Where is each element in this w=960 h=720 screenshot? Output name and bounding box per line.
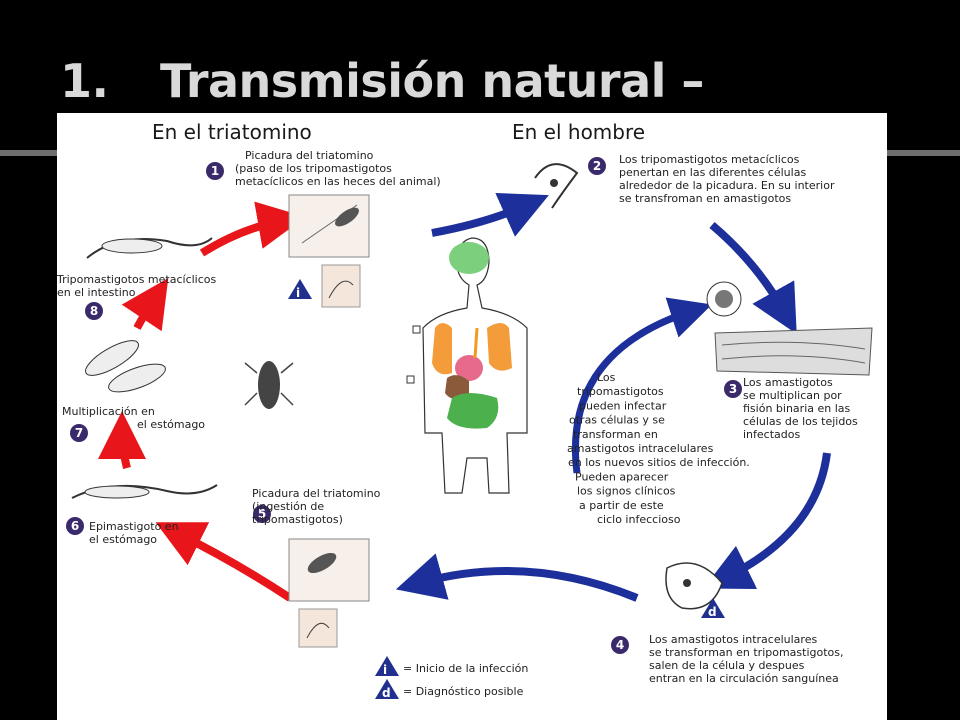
header-hombre: En el hombre	[512, 120, 645, 144]
legend: i = Inicio de la infección d = Diagnósti…	[375, 656, 528, 700]
bite-illustration-5	[288, 538, 370, 648]
center-note-line-8: los signos clínicos	[577, 485, 676, 498]
legend-i-symbol: i	[383, 663, 387, 677]
header-triatomino: En el triatomino	[152, 120, 312, 144]
step-2-badge	[588, 157, 606, 175]
step-8-line-0: Tripomastigotos metacíclicos	[57, 273, 217, 286]
step-5-line-0: Picadura del triatomino	[252, 487, 381, 500]
arrow-8-to-1	[199, 201, 306, 257]
slide-title: 1. Transmisión natural – vectorial	[40, 40, 940, 162]
center-note-line-7: Pueden aparecer	[575, 470, 669, 483]
step-1-line-1: (paso de los tripomastigotos	[235, 162, 392, 175]
step-7-number: 7	[75, 426, 83, 440]
step-3-number: 3	[729, 382, 737, 396]
step-1-line-2: metacíclicos en las heces del animal)	[235, 175, 441, 188]
bite-illustration-1	[288, 194, 370, 308]
legend-i-icon	[375, 656, 399, 676]
center-note-line-5: amastigotos intracelulares	[567, 442, 714, 455]
center-note-line-9: a partir de este	[579, 499, 664, 512]
step-7-line-0: Multiplicación en	[62, 405, 155, 418]
step-2-number: 2	[593, 159, 601, 173]
step-1: 1 Picadura del triatomino(paso de los tri…	[206, 149, 441, 188]
step-5-line-2: tripomastigotos)	[252, 513, 343, 526]
center-note-line-0: Los	[597, 371, 616, 384]
step-2-line-3: se transfroman en amastigotos	[619, 192, 791, 205]
cell-illustration-4	[665, 562, 723, 610]
step-2-line-2: alrededor de la picadura. En su interior	[619, 179, 835, 192]
step-3-line-1: se multiplican por	[743, 389, 842, 402]
step-8-badge	[85, 302, 103, 320]
step-3-line-3: células de los tejidos	[743, 415, 858, 428]
center-note-line-10: ciclo infeccioso	[597, 513, 681, 526]
step-8-line-1: en el intestino	[57, 286, 136, 299]
step-4-number: 4	[616, 638, 624, 652]
step-7-line-1: el estómago	[137, 418, 205, 431]
trypomastigote-illustration-2	[534, 163, 579, 209]
step-4-line-2: salen de la célula y despues	[649, 659, 805, 672]
life-cycle-svg: En el triatomino En el hombre	[57, 120, 873, 700]
human-body-figure	[406, 237, 528, 494]
step-6-badge	[66, 517, 84, 535]
step-7-badge	[70, 424, 88, 442]
step-2-line-1: penertan en las diferentes células	[619, 166, 806, 179]
arrow-4-to-5	[395, 553, 639, 602]
step-3-line-0: Los amastigotos	[743, 376, 833, 389]
step-8-number: 8	[90, 304, 98, 318]
arrow-7-to-8	[121, 278, 169, 332]
triatomine-bug-illustration	[244, 361, 294, 409]
step-3-line-2: fisión binaria en las	[743, 402, 851, 415]
step-2: 2 Los tripomastigotos metacíclicospenerta…	[588, 153, 835, 205]
parasite-illustration-7	[85, 340, 166, 393]
arrow-5-to-6	[155, 522, 293, 602]
step-6-line-0: Epimastigoto en	[89, 520, 179, 533]
svg-text:d: d	[708, 605, 717, 619]
step-4-line-1: se transforman en tripomastigotos,	[649, 646, 844, 659]
life-cycle-diagram: En el triatomino En el hombre	[57, 113, 887, 720]
center-note-line-1: tripomastigotos	[577, 385, 664, 398]
svg-text:i: i	[296, 286, 300, 300]
center-note-line-3: otras células y se	[569, 414, 665, 427]
infected-tissue-illustration	[706, 281, 873, 376]
step-5: 5 Picadura del triatomino(ingestión detri…	[252, 487, 381, 526]
legend-d-label: = Diagnóstico posible	[403, 685, 524, 698]
step-2-line-0: Los tripomastigotos metacíclicos	[619, 153, 800, 166]
marker-i-near-step-1: i	[288, 279, 312, 300]
step-6-line-1: el estómago	[89, 533, 157, 546]
marker-d-near-step-4: d	[701, 598, 725, 619]
legend-d-symbol: d	[382, 686, 391, 700]
step-4-line-0: Los amastigotos intracelulares	[649, 633, 817, 646]
legend-d-icon	[375, 679, 399, 699]
parasite-illustration-8	[86, 237, 213, 259]
step-1-number: 1	[211, 164, 219, 178]
center-note-line-2: pueden infectar	[579, 399, 667, 412]
step-6-number: 6	[71, 519, 79, 533]
step-4-badge	[611, 636, 629, 654]
step-3-line-4: infectados	[743, 428, 800, 441]
arrow-6-to-7	[98, 411, 147, 469]
step-5-badge	[253, 505, 271, 523]
arrow-reinfection	[572, 297, 712, 474]
legend-i-label: = Inicio de la infección	[403, 662, 528, 675]
step-4-line-3: entran en la circulación sanguínea	[649, 672, 839, 685]
center-note-line-4: transforman en	[573, 428, 658, 441]
step-3-badge	[724, 380, 742, 398]
arrow-2-to-3	[709, 221, 797, 334]
arrow-1-to-2	[431, 192, 549, 237]
step-5-line-1: (ingestión de	[252, 500, 324, 513]
step-5-number: 5	[258, 507, 266, 521]
step-1-badge	[206, 162, 224, 180]
arrow-3-to-4	[703, 452, 831, 590]
parasite-illustration-6	[71, 484, 218, 499]
slide-number: 1.	[60, 54, 109, 108]
step-1-line-0: Picadura del triatomino	[245, 149, 374, 162]
center-note-line-6: en los nuevos sitios de infección.	[568, 456, 750, 469]
